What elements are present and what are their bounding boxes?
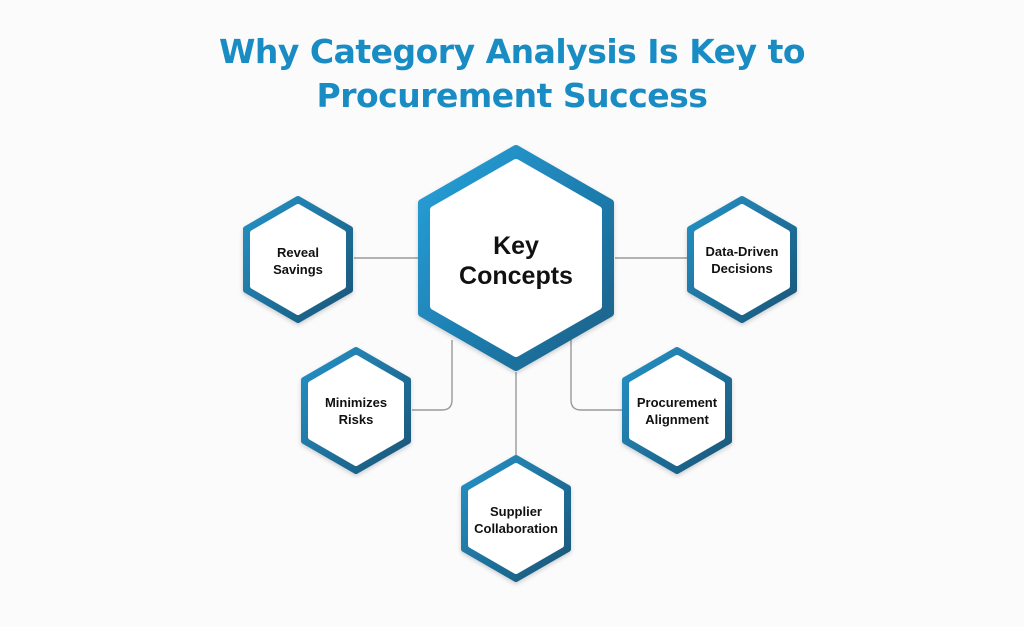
- connector-procurement-alignment: [570, 340, 623, 411]
- procurement-alignment-label-line-1: Procurement: [637, 395, 718, 410]
- minimizes-risks-label-line-2: Risks: [339, 412, 374, 427]
- center-label-line-1: Key: [493, 232, 539, 260]
- center-label-line-2: Concepts: [459, 262, 573, 290]
- reveal-savings-label-line-1: Reveal: [277, 245, 319, 260]
- hexagon-supplier-collaboration: [461, 455, 571, 582]
- reveal-savings-label-line-2: Savings: [273, 262, 323, 277]
- center-hexagon: [418, 145, 614, 371]
- hexagon-data-driven-decisions: [687, 196, 797, 323]
- title-line-1: Why Category Analysis Is Key to: [218, 32, 806, 71]
- procurement-alignment-label-line-2: Alignment: [645, 412, 709, 427]
- connectors: [354, 257, 688, 460]
- center-hexagon-inner: [430, 159, 602, 357]
- page-title: Why Category Analysis Is Key to Procurem…: [0, 30, 1024, 118]
- minimizes-risks-label-line-1: Minimizes: [325, 395, 387, 410]
- hexagon-reveal-savings: [243, 196, 353, 323]
- data-driven-decisions-label-line-1: Data-Driven: [706, 244, 779, 259]
- supplier-collaboration-label-line-1: Supplier: [490, 504, 542, 519]
- supplier-collaboration-label-line-2: Collaboration: [474, 521, 558, 536]
- hexagon-procurement-alignment: [622, 347, 732, 474]
- title-line-2: Procurement Success: [316, 76, 708, 115]
- hexagon-minimizes-risks: [301, 347, 411, 474]
- connector-minimizes-risks: [412, 340, 453, 411]
- data-driven-decisions-label-line-2: Decisions: [711, 261, 772, 276]
